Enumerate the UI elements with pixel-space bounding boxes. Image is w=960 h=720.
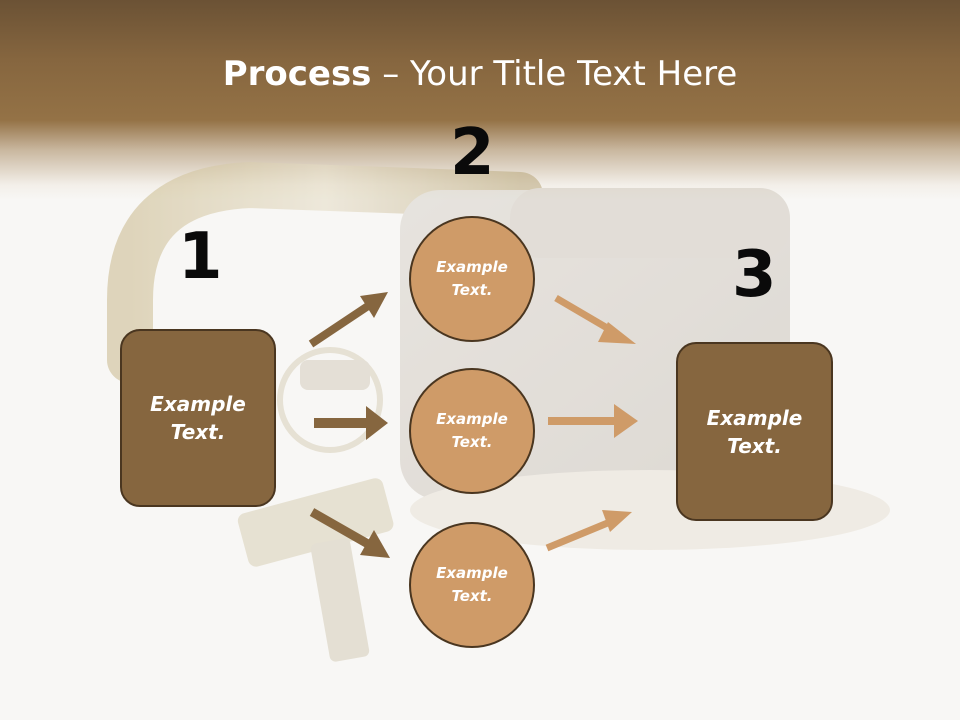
title-rest: – Your Title Text Here: [371, 54, 738, 94]
step-number-1: 1: [178, 220, 223, 294]
step-number-2: 2: [450, 116, 495, 190]
step-number-3: 3: [732, 238, 777, 312]
header-band: [0, 0, 960, 200]
right-box-line2: Text.: [727, 433, 782, 458]
left-box-line1: Example: [150, 392, 246, 416]
arrow-middle-to-right: [548, 404, 638, 438]
arrow-top-to-right: [554, 294, 636, 344]
arrow-left-to-middle: [314, 406, 388, 440]
circle-bottom-line1: Example: [436, 564, 508, 582]
circle-top-line2: Text.: [451, 281, 493, 299]
arrow-bottom-to-right: [545, 510, 632, 552]
slide-title: Process – Your Title Text Here: [0, 52, 960, 96]
circle-top-line1: Example: [436, 258, 508, 276]
right-box-line1: Example: [706, 405, 803, 430]
arrow-left-to-bottom: [309, 508, 390, 558]
arrow-left-to-top: [308, 292, 388, 348]
circle-middle-line1: Example: [436, 410, 508, 428]
circle-bottom-line2: Text.: [451, 587, 493, 605]
left-box-line2: Text.: [170, 420, 226, 444]
title-bold: Process: [222, 54, 372, 94]
circle-middle-line2: Text.: [451, 433, 493, 451]
